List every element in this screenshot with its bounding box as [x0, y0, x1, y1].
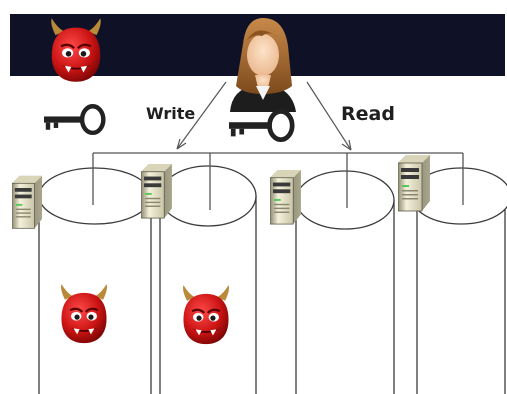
storage-node-1 [39, 168, 151, 394]
devil-icon [61, 284, 107, 343]
devil-icon [183, 285, 229, 344]
server-icon [270, 170, 301, 224]
server-icon [141, 164, 172, 218]
storage-node-2 [160, 166, 256, 394]
storage-node-3 [296, 171, 394, 394]
write-label: Write [146, 104, 195, 123]
server-icon [398, 155, 430, 211]
server-icon [12, 176, 42, 229]
key-icon [44, 106, 103, 133]
attacker-devil-icon [51, 18, 100, 81]
key-icon [229, 111, 292, 139]
read-label: Read [341, 103, 395, 125]
